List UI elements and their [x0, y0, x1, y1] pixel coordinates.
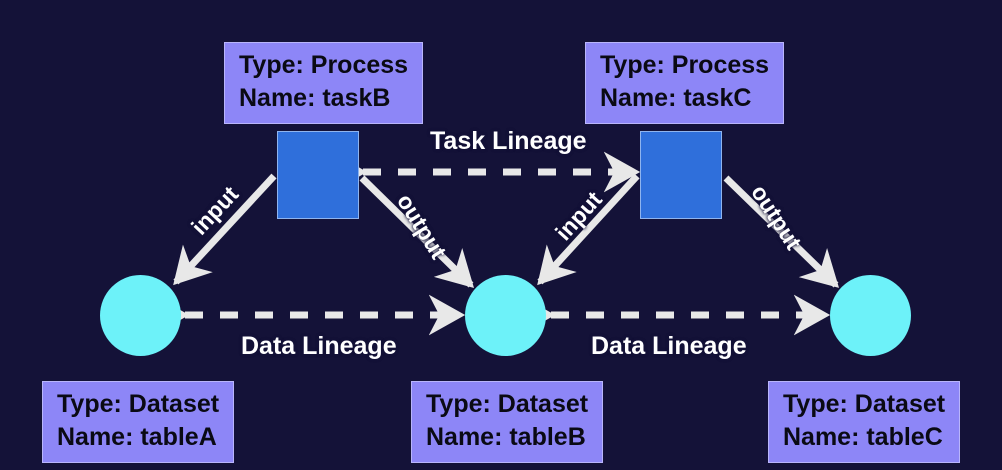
info-box-tablec-type: Type: Dataset — [783, 390, 946, 418]
label-data-lineage-left: Data Lineage — [241, 332, 397, 360]
info-box-taskb-type: Type: Process — [239, 51, 409, 79]
process-node-taskc[interactable] — [640, 131, 722, 219]
dataset-node-tableb[interactable] — [465, 275, 546, 356]
info-box-taskb: Type: Process Name: taskB — [224, 42, 424, 124]
edge-taskc-input-tableb — [537, 173, 640, 286]
info-box-tablec: Type: Dataset Name: tableC — [768, 381, 961, 463]
info-box-taskc: Type: Process Name: taskC — [585, 42, 785, 124]
info-box-tableb-name: Name: tableB — [426, 423, 586, 451]
info-box-taskb-name: Name: taskB — [239, 84, 391, 112]
label-task-lineage: Task Lineage — [430, 127, 587, 155]
edge-taskb-output-tableb — [359, 175, 474, 288]
label-data-lineage-right: Data Lineage — [591, 332, 747, 360]
edge-taskb-input-tablea — [173, 173, 277, 286]
info-box-tableb-type: Type: Dataset — [426, 390, 589, 418]
info-box-tableb: Type: Dataset Name: tableB — [411, 381, 604, 463]
info-box-tablea-name: Name: tableA — [57, 423, 217, 451]
info-box-tablea-type: Type: Dataset — [57, 390, 220, 418]
info-box-tablea: Type: Dataset Name: tableA — [42, 381, 235, 463]
info-box-tablec-name: Name: tableC — [783, 423, 943, 451]
process-node-taskb[interactable] — [277, 131, 359, 219]
dataset-node-tablec[interactable] — [830, 275, 911, 356]
dataset-node-tablea[interactable] — [100, 275, 181, 356]
info-box-taskc-type: Type: Process — [600, 51, 770, 79]
edge-taskc-output-tablec — [723, 175, 840, 288]
info-box-taskc-name: Name: taskC — [600, 84, 752, 112]
